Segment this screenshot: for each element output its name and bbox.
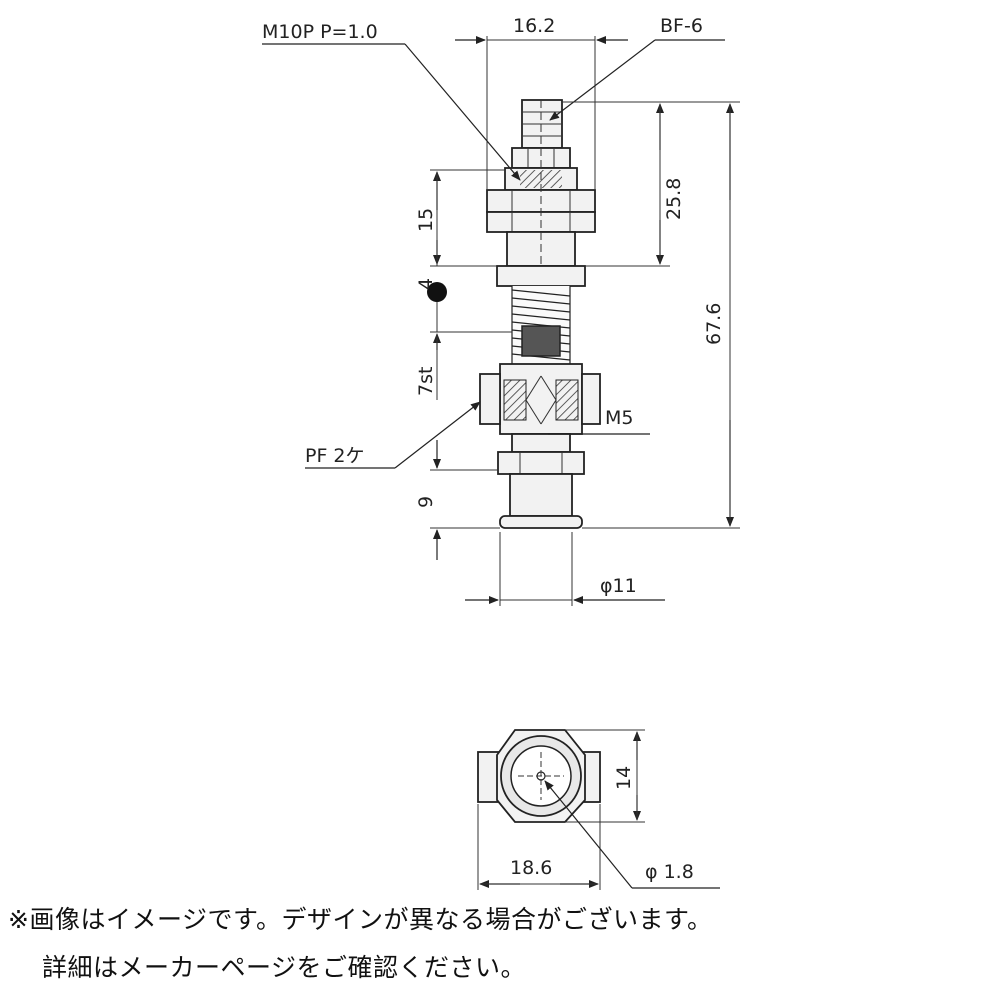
dim-14: 14: [613, 766, 635, 790]
stroke-label: 7st: [415, 367, 437, 396]
dimensions: 16.2 M10P P=1.0 BF-6 25.8 67.6 15 4: [262, 15, 740, 606]
disclaimer-line-2: 詳細はメーカーページをご確認ください。: [42, 953, 527, 982]
dim-67-6: 67.6: [703, 303, 725, 345]
port-left: [479, 373, 501, 425]
lower-neck: [511, 433, 571, 453]
dim-18-6: 18.6: [510, 857, 552, 879]
side-view: [427, 99, 601, 529]
thread-label: M10P P=1.0: [262, 21, 378, 43]
pad-lip: [499, 515, 583, 529]
dim-phi-1-8: φ 1.8: [645, 861, 694, 883]
dim-4: 4: [415, 278, 437, 290]
disclaimer-line-1: ※画像はイメージです。デザインが異なる場合がございます。: [8, 905, 713, 934]
pad-body: [509, 473, 573, 517]
dim-16-2: 16.2: [513, 15, 555, 37]
marker-dot: [427, 282, 447, 302]
top-view: 14 18.6 φ 1.8: [477, 729, 720, 890]
dim-9: 9: [415, 496, 437, 508]
lower-nut: [497, 451, 585, 475]
port-label: PF 2ケ: [305, 445, 365, 467]
spring: [511, 286, 571, 364]
washer: [496, 265, 586, 287]
dim-25-8: 25.8: [663, 178, 685, 220]
model-label: BF-6: [660, 15, 703, 37]
dim-15: 15: [415, 208, 437, 232]
m5-label: M5: [605, 407, 633, 429]
dim-diameter-11: φ11: [600, 575, 637, 597]
port-right: [581, 373, 601, 425]
